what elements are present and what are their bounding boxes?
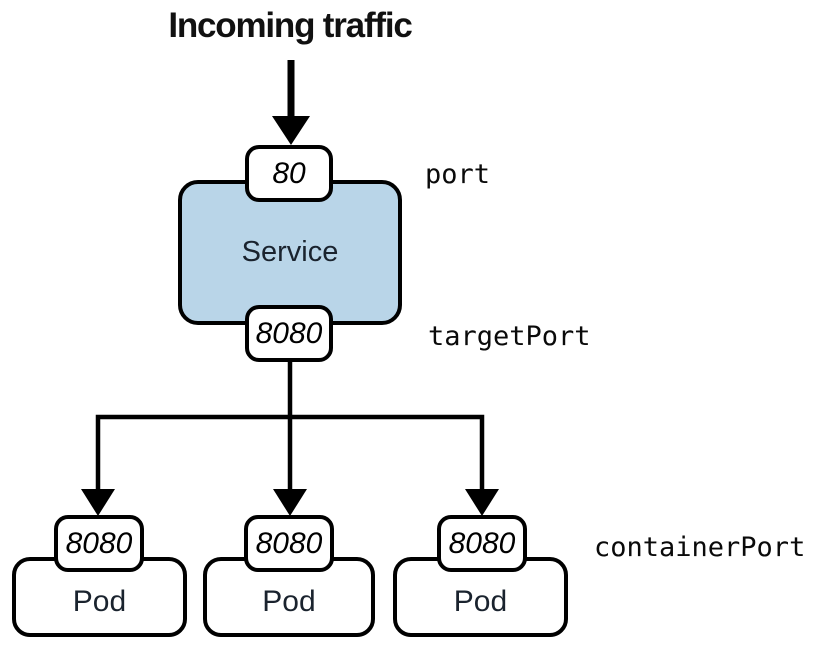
port-annotation: port [425, 159, 491, 190]
target-port-annotation: targetPort [428, 321, 591, 352]
pod-2-container-port-badge: 8080 [244, 515, 334, 572]
pod-1-container-port-badge: 8080 [54, 515, 144, 572]
pod-3-label: Pod [453, 585, 508, 618]
branch-bracket [95, 414, 485, 492]
incoming-arrow-head [272, 116, 310, 145]
pod-1-arrow-head [81, 489, 115, 516]
pod-2-label: Pod [262, 585, 316, 618]
pod-3-arrow-head [465, 489, 499, 516]
service-target-port-badge: 8080 [245, 305, 333, 362]
pod-3-container-port-badge: 8080 [437, 515, 527, 572]
container-port-annotation: containerPort [594, 532, 806, 563]
service-port-badge: 80 [245, 145, 333, 202]
service-label: Service [241, 236, 339, 268]
incoming-traffic-label: Incoming traffic [168, 6, 413, 45]
pod-1-label: Pod [72, 585, 127, 618]
pod-2-arrow-head [273, 489, 307, 516]
